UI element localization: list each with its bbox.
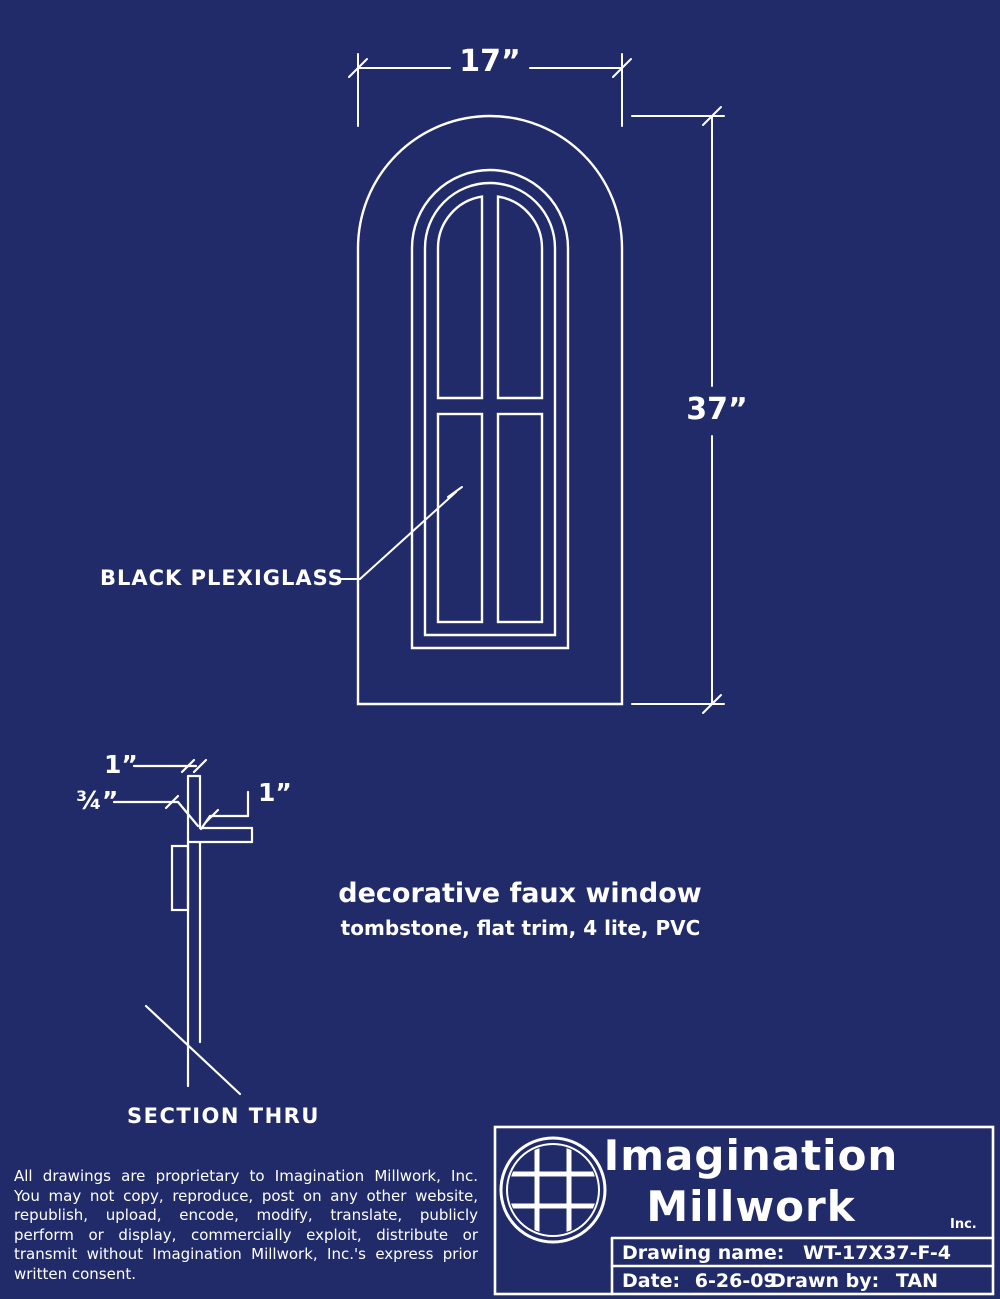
sash-outer-outline bbox=[410, 168, 570, 650]
drawing-name-value: WT-17X37-F-4 bbox=[803, 1242, 951, 1264]
copyright-line: perform or display, commercially exploit… bbox=[14, 1225, 478, 1244]
copyright-line: All drawings are proprietary to Imaginat… bbox=[14, 1167, 478, 1185]
section-caption: SECTION THRU bbox=[127, 1104, 320, 1128]
copyright-line: You may not copy, reproduce, post on any… bbox=[14, 1186, 478, 1205]
lite-top-right bbox=[496, 195, 544, 400]
copyright-notice: All drawings are proprietary to Imaginat… bbox=[14, 1167, 478, 1285]
drawn-by-label: Drawn by: bbox=[770, 1270, 880, 1292]
title-block-lines bbox=[493, 1125, 995, 1296]
lite-bottom-right bbox=[496, 412, 544, 624]
sash-inner-outline bbox=[423, 181, 557, 637]
product-title: decorative faux window bbox=[338, 878, 702, 909]
date-label: Date: bbox=[622, 1270, 681, 1292]
dim-height-label: 37” bbox=[686, 392, 748, 427]
lite-bottom-left bbox=[436, 412, 484, 624]
product-subtitle: tombstone, flat trim, 4 lite, PVC bbox=[340, 916, 701, 940]
copyright-line: republish, upload, encode, modify, trans… bbox=[14, 1206, 478, 1225]
company-logo-icon bbox=[499, 1136, 607, 1244]
dim-width-label: 17” bbox=[459, 44, 521, 79]
drawn-by-row: Drawn by: TAN bbox=[770, 1270, 938, 1292]
copyright-line: transmit without Imagination Millwork, I… bbox=[14, 1245, 478, 1264]
dim-width-lines bbox=[348, 53, 632, 127]
lite-top-left bbox=[436, 195, 484, 400]
frame-outer-outline bbox=[356, 114, 624, 706]
company-name-line2: Millwork bbox=[646, 1182, 856, 1231]
glass-callout-label: BLACK PLEXIGLASS bbox=[100, 566, 344, 590]
date-value: 6-26-09 bbox=[694, 1270, 777, 1292]
drawing-name-row: Drawing name: WT-17X37-F-4 bbox=[622, 1242, 951, 1264]
drawing-name-label: Drawing name: bbox=[622, 1242, 785, 1264]
section-dim-side-label: 1” bbox=[258, 778, 292, 807]
company-inc-suffix: Inc. bbox=[950, 1217, 977, 1232]
glass-leader-line bbox=[337, 486, 463, 580]
drawn-by-value: TAN bbox=[895, 1270, 938, 1292]
dim-height-lines bbox=[631, 106, 725, 714]
section-dim-top-label: 1” bbox=[104, 750, 138, 779]
date-row: Date: 6-26-09 bbox=[622, 1270, 777, 1292]
section-detail-lines bbox=[112, 758, 254, 1096]
section-dim-thickness-label: ¾” bbox=[76, 786, 119, 815]
company-name-line1: Imagination bbox=[603, 1131, 899, 1180]
copyright-line: written consent. bbox=[14, 1264, 136, 1283]
window-elevation bbox=[356, 114, 624, 706]
